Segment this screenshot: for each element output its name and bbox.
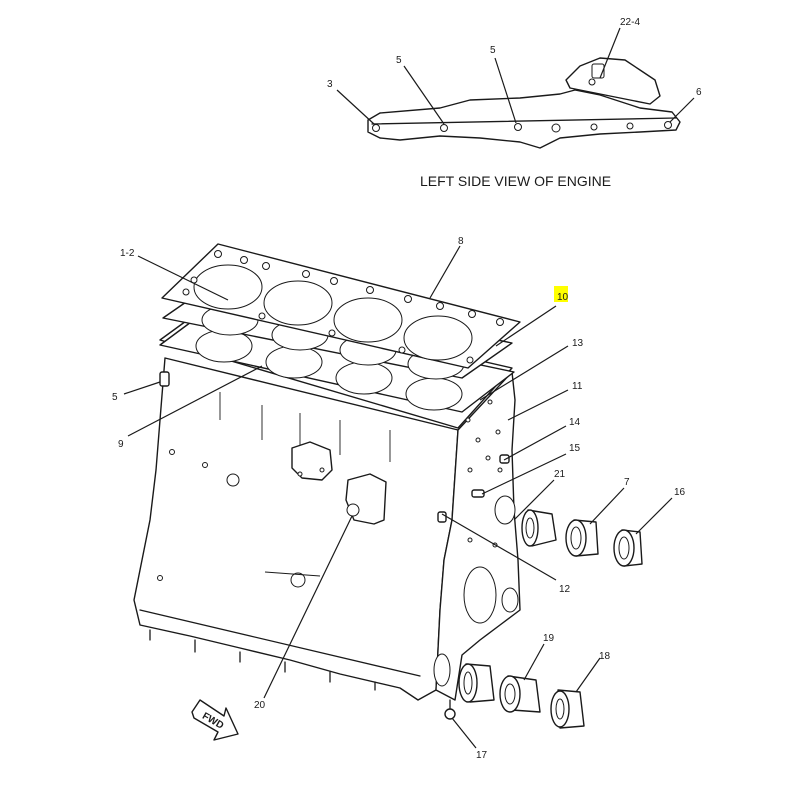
view-caption: LEFT SIDE VIEW OF ENGINE <box>420 173 611 189</box>
label-19: 19 <box>543 633 555 644</box>
leader-lines <box>123 27 695 749</box>
left-side-view <box>367 57 681 149</box>
label-5-block: 5 <box>112 392 118 403</box>
label-14: 14 <box>569 417 581 428</box>
callout-labels: 22-4 5 5 3 6 8 1-2 10 13 11 5 9 14 15 21… <box>112 17 702 761</box>
label-3: 3 <box>327 79 333 90</box>
label-5-top-right: 5 <box>490 45 496 56</box>
plug-17 <box>444 699 456 720</box>
head-gasket-upper <box>161 243 521 369</box>
label-13: 13 <box>572 338 584 349</box>
label-10: 10 <box>557 292 569 303</box>
bearing-lower-19 <box>499 675 541 713</box>
label-12: 12 <box>559 584 571 595</box>
fwd-arrow: FWD <box>191 699 239 741</box>
label-8: 8 <box>458 236 464 247</box>
camshaft-bearing-7 <box>565 519 599 557</box>
label-20: 20 <box>254 700 266 711</box>
bearing-lower-18 <box>550 689 585 729</box>
label-9: 9 <box>118 439 124 450</box>
label-22-4: 22-4 <box>620 17 640 28</box>
label-5-top-left: 5 <box>396 55 402 66</box>
camshaft-bearing-16 <box>613 529 643 567</box>
label-15: 15 <box>569 443 581 454</box>
label-10-highlight <box>554 286 568 302</box>
label-21: 21 <box>554 469 566 480</box>
label-7: 7 <box>624 477 630 488</box>
label-16: 16 <box>674 487 686 498</box>
camshaft-bearing-21 <box>521 509 557 547</box>
bearing-lower-a <box>458 663 495 703</box>
label-11: 11 <box>572 381 583 392</box>
label-17: 17 <box>476 750 488 761</box>
label-6: 6 <box>696 87 702 98</box>
label-1-2: 1-2 <box>120 248 135 259</box>
label-18: 18 <box>599 651 611 662</box>
